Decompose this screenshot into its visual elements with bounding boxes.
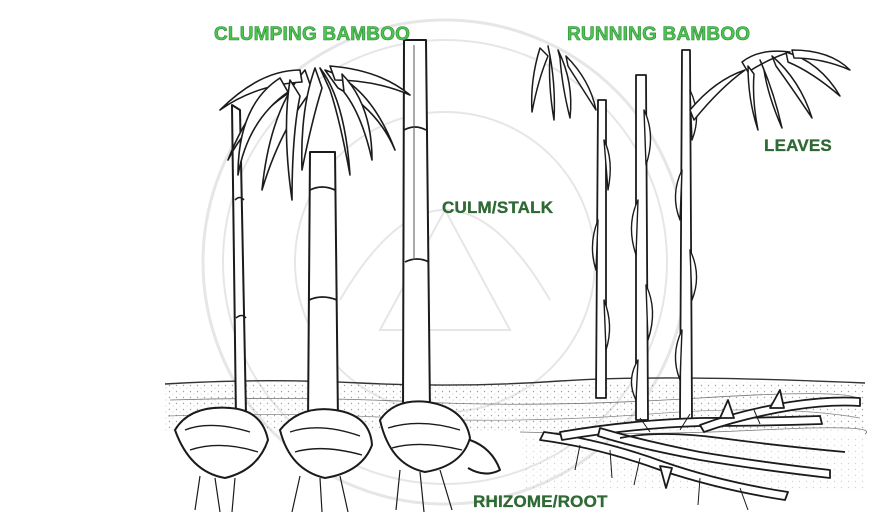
clumping-rhizomes bbox=[175, 401, 500, 478]
title-clumping-bamboo: CLUMPING BAMBOO bbox=[214, 25, 410, 44]
label-leaves: LEAVES bbox=[764, 137, 832, 154]
label-culm-stalk: CULM/STALK bbox=[442, 199, 553, 216]
label-rhizome-root: RHIZOME/ROOT bbox=[473, 493, 608, 510]
title-running-bamboo: RUNNING BAMBOO bbox=[567, 25, 750, 44]
